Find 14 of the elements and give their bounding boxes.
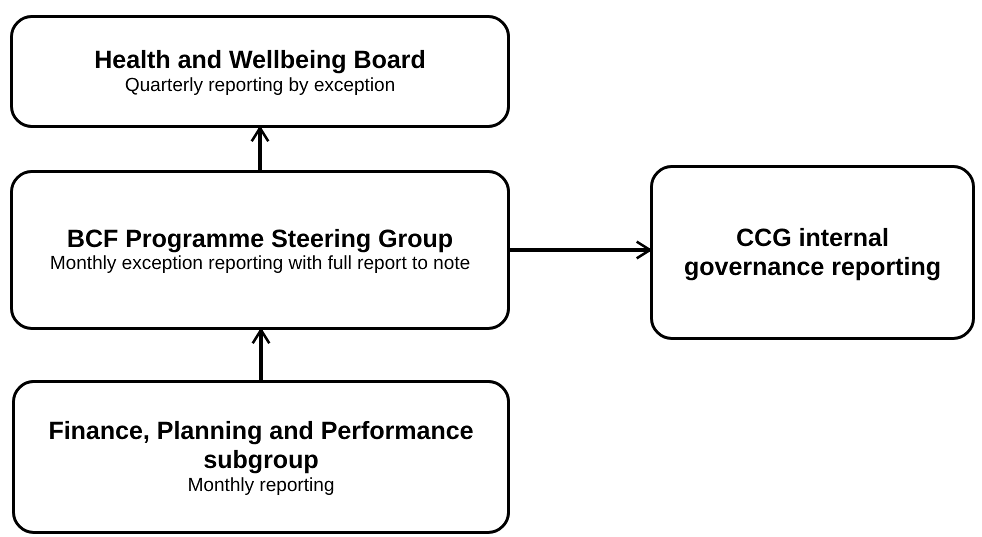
arrow	[251, 328, 271, 380]
arrow	[510, 240, 652, 260]
box-title: Finance, Planning and Performance subgroup	[47, 417, 475, 475]
box-description: Monthly exception reporting with full report to note	[50, 253, 470, 276]
box-title: Health and Wellbeing Board	[94, 46, 426, 75]
box-title: BCF Programme Steering Group	[66, 224, 454, 254]
process-box	[650, 165, 975, 340]
box-description: Monthly reporting	[188, 474, 334, 497]
arrow	[250, 126, 270, 170]
process-box	[10, 15, 510, 128]
process-box	[10, 170, 510, 330]
process-box	[12, 380, 510, 534]
box-description: Quarterly reporting by exception	[124, 74, 396, 97]
box-title: CCG internal governance reporting	[683, 224, 942, 282]
